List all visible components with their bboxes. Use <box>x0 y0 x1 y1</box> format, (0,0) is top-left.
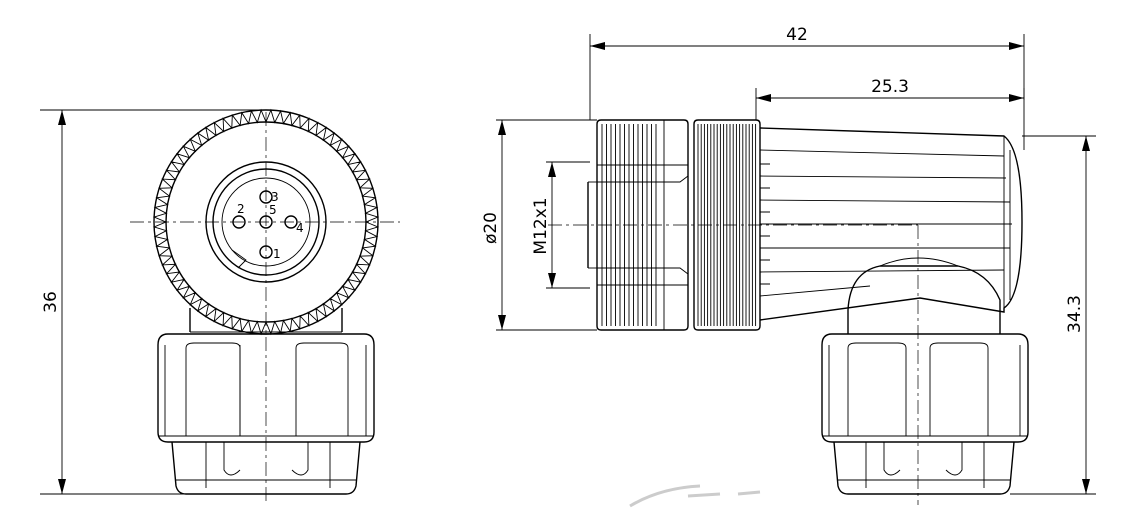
pin-5: 5 <box>259 203 277 229</box>
dim-label-thread: M12x1 <box>531 197 551 254</box>
dim-label-25-3: 25.3 <box>871 77 909 97</box>
connector-insert <box>221 177 311 267</box>
side-elbow-dome <box>879 257 959 267</box>
front-view: 1 2 3 4 5 <box>40 108 400 505</box>
dimension-34-3: 34.3 <box>1010 135 1096 495</box>
side-cable-gland <box>821 333 1029 495</box>
pin-4-label: 4 <box>296 221 304 235</box>
dim-label-36: 36 <box>41 291 61 313</box>
dim-label-34-3: 34.3 <box>1065 295 1085 333</box>
front-cable-gland <box>157 333 375 495</box>
pin-3-label: 3 <box>271 190 279 204</box>
side-body <box>759 127 1023 321</box>
dimension-diameter-20: ø20 <box>481 119 597 331</box>
dim-label-42: 42 <box>786 25 808 45</box>
pin-3: 3 <box>259 190 279 204</box>
front-neck <box>189 308 343 332</box>
dim-label-diameter: ø20 <box>481 212 501 244</box>
side-coupling-nut <box>587 119 689 331</box>
side-elbow <box>847 265 1001 334</box>
watermark <box>629 484 761 508</box>
connector-face-rim <box>212 168 320 276</box>
pin-2-label: 2 <box>237 202 245 216</box>
dimension-36: 36 <box>40 109 262 495</box>
connector-face-outer <box>205 161 327 283</box>
pin-2: 2 <box>232 202 246 229</box>
knurled-nut-inner <box>165 121 367 323</box>
pin-5-label: 5 <box>269 203 277 217</box>
dimension-42: 42 <box>589 25 1025 150</box>
pin-4: 4 <box>284 215 304 235</box>
coding-key <box>231 249 247 269</box>
pin-1: 1 <box>259 245 281 261</box>
pin-1-label: 1 <box>273 247 281 261</box>
dimension-thread: M12x1 <box>531 161 590 289</box>
dimension-25-3: 25.3 <box>755 77 1025 120</box>
side-view: 42 25.3 ø20 M12x1 <box>481 25 1096 505</box>
side-knurled-ring <box>693 119 761 331</box>
